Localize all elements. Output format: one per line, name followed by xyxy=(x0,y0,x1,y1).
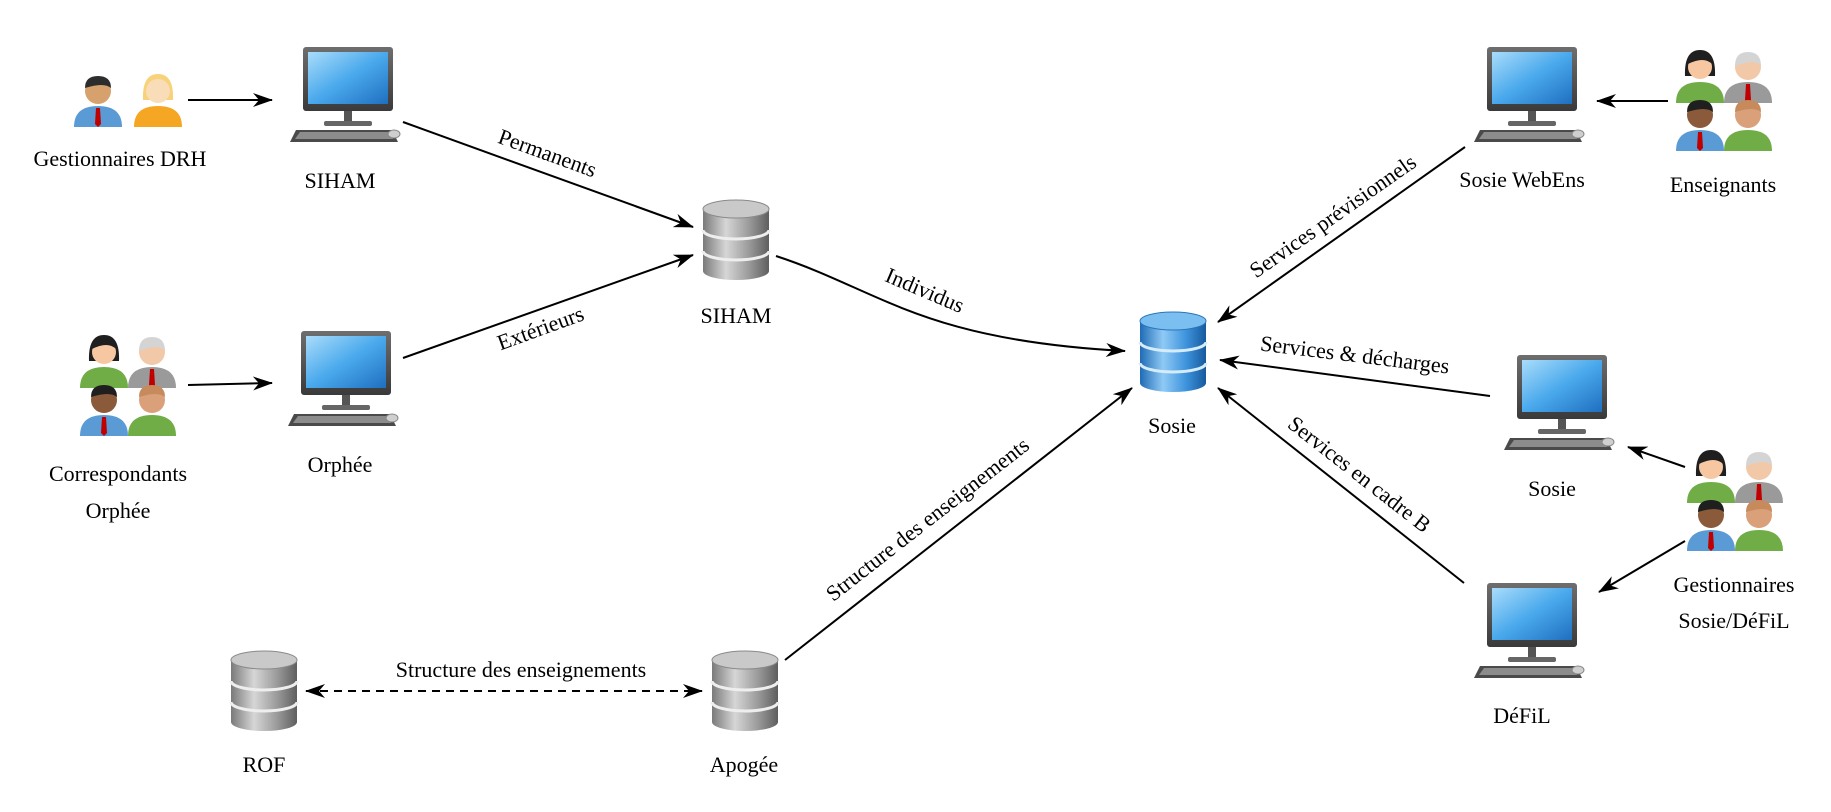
edge-label-services-cadre-b: Services en cadre B xyxy=(1283,411,1436,538)
node-label: Sosie WebEns xyxy=(1459,167,1585,192)
database-icon xyxy=(1138,310,1208,394)
node-label: Apogée xyxy=(710,752,778,777)
node-label: Sosie/DéFiL xyxy=(1678,608,1789,633)
computer-icon xyxy=(1503,354,1615,451)
node-gestionnaires-sosie-defil: Gestionnaires Sosie/DéFiL xyxy=(1674,450,1795,633)
node-label: ROF xyxy=(243,752,286,777)
node-label: Orphée xyxy=(86,498,151,523)
node-label: SIHAM xyxy=(305,168,376,193)
node-label: Gestionnaires DRH xyxy=(34,146,207,171)
user-icon xyxy=(74,76,122,127)
edge-sosie-pc-to-sosie-db xyxy=(1219,355,1491,397)
edge-webens-to-sosie-db xyxy=(1217,146,1466,323)
user-icon xyxy=(134,74,182,127)
node-gestionnaires-drh: Gestionnaires DRH xyxy=(34,74,207,171)
node-defil-computer: DéFiL xyxy=(1473,582,1585,728)
edges xyxy=(187,93,1686,698)
database-icon xyxy=(701,198,771,282)
edge-siham-db-to-sosie-db xyxy=(775,255,1126,357)
edge-corr-to-orphee-pc xyxy=(187,376,273,391)
edge-defil-to-sosie-db xyxy=(1217,387,1465,584)
edge-label-services-decharges: Services & décharges xyxy=(1259,331,1451,379)
node-orphee-computer: Orphée xyxy=(287,330,399,477)
node-label: DéFiL xyxy=(1493,703,1550,728)
node-label: Orphée xyxy=(308,452,373,477)
database-icon xyxy=(229,649,299,733)
edge-label-structure-apogee: Structure des enseignements xyxy=(821,432,1034,606)
node-label: Correspondants xyxy=(49,461,187,486)
computer-icon xyxy=(287,330,399,427)
node-label: Sosie xyxy=(1148,413,1196,438)
database-icon xyxy=(710,649,780,733)
edge-label-individus: Individus xyxy=(882,262,968,317)
node-enseignants: Enseignants xyxy=(1670,50,1776,197)
node-apogee-database: Apogée xyxy=(710,649,780,777)
user-group-icon xyxy=(80,335,176,436)
edge-labels: Permanents Extérieurs Individus Structur… xyxy=(396,124,1451,682)
computer-icon xyxy=(1473,46,1585,143)
edge-label-services-previsionnels: Services prévisionnels xyxy=(1245,149,1421,283)
node-correspondants-orphee: Correspondants Orphée xyxy=(49,335,187,523)
edge-label-structure-rof: Structure des enseignements xyxy=(396,657,647,682)
node-siham-database: SIHAM xyxy=(701,198,772,328)
computer-icon xyxy=(1473,582,1585,679)
node-label: SIHAM xyxy=(701,303,772,328)
node-label: Sosie xyxy=(1528,476,1576,501)
node-sosie-database: Sosie xyxy=(1138,310,1208,438)
user-group-icon xyxy=(1687,450,1783,551)
node-label: Gestionnaires xyxy=(1674,572,1795,597)
node-rof-database: ROF xyxy=(229,649,299,777)
computer-icon xyxy=(289,46,401,143)
edge-gest-to-defil xyxy=(1598,540,1686,593)
edge-apogee-to-sosie-db xyxy=(784,387,1133,661)
node-sosie-computer: Sosie xyxy=(1503,354,1615,501)
edge-orphee-pc-to-siham-db xyxy=(402,254,694,359)
user-group-icon xyxy=(1676,50,1772,151)
node-sosie-webens-computer: Sosie WebEns xyxy=(1459,46,1585,192)
edge-gest-to-sosie-pc xyxy=(1627,446,1686,468)
node-siham-computer: SIHAM xyxy=(289,46,401,193)
node-label: Enseignants xyxy=(1670,172,1776,197)
edge-siham-pc-to-siham-db xyxy=(402,121,694,228)
